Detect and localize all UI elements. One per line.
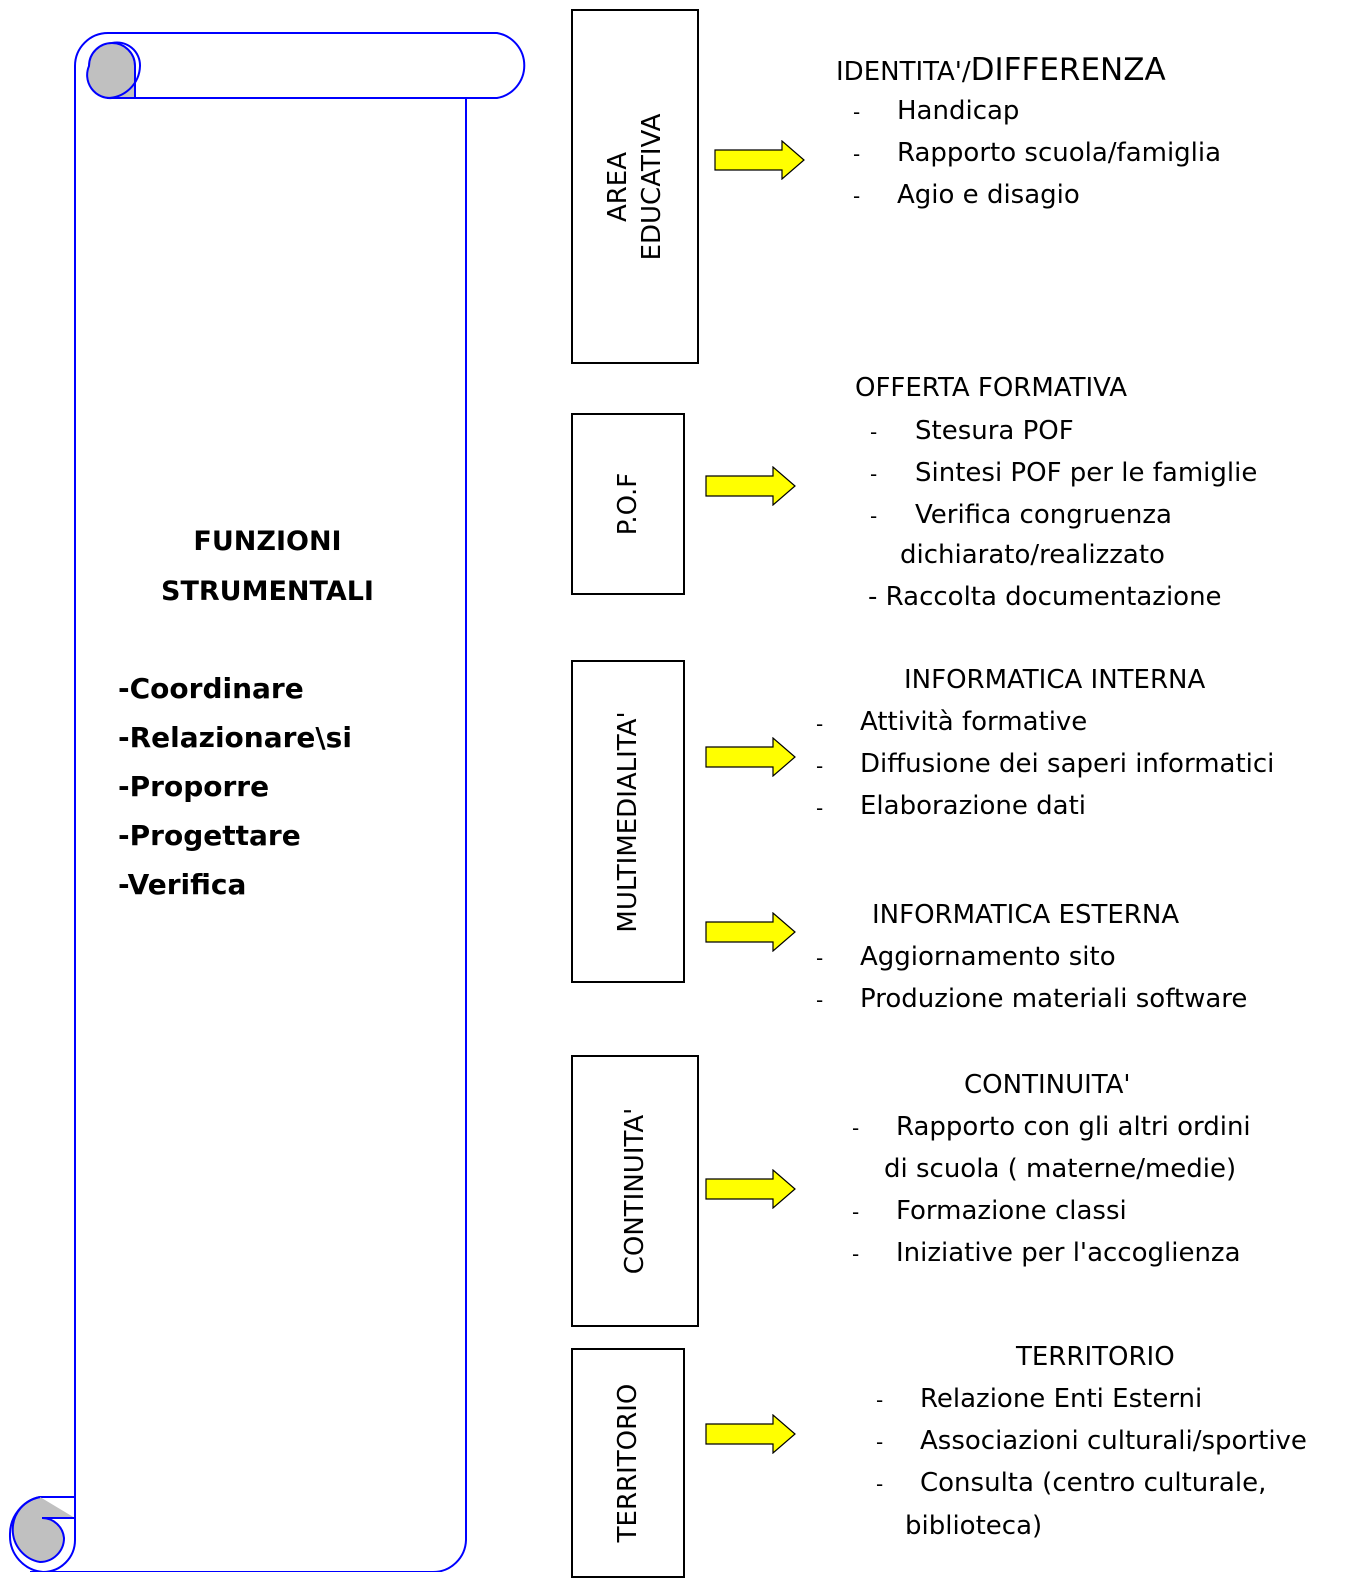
bullet-dash: - <box>816 754 824 778</box>
bullet-dash: - <box>816 796 824 820</box>
list-item: - Raccolta documentazione <box>868 582 1222 612</box>
arrow-right-icon <box>705 912 796 952</box>
section-heading-info-esterna: INFORMATICA ESTERNA <box>872 900 1180 930</box>
area-label-continuita: CONTINUITA' <box>620 1107 650 1275</box>
verb-item: -Progettare <box>118 819 301 852</box>
bullet-dash: - <box>816 988 824 1012</box>
top-curl-icon <box>86 41 142 100</box>
list-item: Verifica congruenza <box>915 500 1172 530</box>
list-item: Consulta (centro culturale, <box>920 1468 1267 1498</box>
list-item: Elaborazione dati <box>860 791 1086 821</box>
verb-item: -Relazionare\si <box>118 721 352 754</box>
bullet-dash: - <box>852 1116 860 1140</box>
section-heading-continuita: CONTINUITA' <box>964 1070 1131 1100</box>
area-box-pof: P.O.F <box>571 413 685 595</box>
bullet-dash: - <box>816 946 824 970</box>
arrow-right-icon <box>705 737 796 777</box>
verb-item: -Verifica <box>118 868 247 901</box>
section-heading-identita: IDENTITA'/DIFFERENZA <box>836 52 1166 88</box>
area-label-line1: AREA <box>603 151 633 222</box>
list-item: Agio e disagio <box>897 180 1080 210</box>
verb-item: -Coordinare <box>118 672 304 705</box>
section-heading-territorio: TERRITORIO <box>1016 1342 1175 1372</box>
area-label-territorio: TERRITORIO <box>613 1383 643 1543</box>
bullet-dash: - <box>876 1472 884 1496</box>
bullet-dash: - <box>853 184 861 208</box>
list-item: Rapporto scuola/famiglia <box>897 138 1222 168</box>
list-item: Diffusione dei saperi informatici <box>860 749 1275 779</box>
scroll-title-line1: FUNZIONI <box>193 526 342 557</box>
scroll-title-line2: STRUMENTALI <box>161 576 374 607</box>
list-item: Attività formative <box>860 707 1088 737</box>
list-item: Rapporto con gli altri ordini <box>896 1112 1251 1142</box>
area-box-continuita: CONTINUITA' <box>571 1055 699 1327</box>
heading-part-a: IDENTITA'/ <box>836 57 971 87</box>
bullet-dash: - <box>852 1242 860 1266</box>
section-heading-offerta: OFFERTA FORMATIVA <box>855 373 1128 403</box>
heading-part-b: DIFFERENZA <box>970 52 1166 88</box>
list-item: Stesura POF <box>915 416 1074 446</box>
list-item: Produzione materiali software <box>860 984 1248 1014</box>
list-item: Sintesi POF per le famiglie <box>915 458 1258 488</box>
bullet-dash: - <box>853 100 861 124</box>
area-label-line2: EDUCATIVA <box>637 113 667 260</box>
list-item: Aggiornamento sito <box>860 942 1116 972</box>
area-box-territorio: TERRITORIO <box>571 1348 685 1578</box>
bullet-dash: - <box>816 712 824 736</box>
verb-item: -Proporre <box>118 770 270 803</box>
bullet-dash: - <box>876 1388 884 1412</box>
list-item: di scuola ( materne/medie) <box>884 1154 1237 1184</box>
scroll-title: FUNZIONI STRUMENTALI <box>95 517 440 617</box>
bullet-dash: - <box>870 420 878 444</box>
list-item: Associazioni culturali/sportive <box>920 1426 1307 1456</box>
list-item: Iniziative per l'accoglienza <box>896 1238 1241 1268</box>
bullet-dash: - <box>853 142 861 166</box>
area-label-pof: P.O.F <box>613 472 643 536</box>
area-label-educativa: AREA EDUCATIVA <box>601 113 669 260</box>
arrow-right-icon <box>714 140 805 180</box>
area-box-educativa: AREA EDUCATIVA <box>571 9 699 364</box>
arrow-right-icon <box>705 1169 796 1209</box>
list-item: Relazione Enti Esterni <box>920 1384 1203 1414</box>
list-item: Handicap <box>897 96 1020 126</box>
area-label-multimedialita: MULTIMEDIALITA' <box>613 710 643 933</box>
area-box-multimedialita: MULTIMEDIALITA' <box>571 660 685 983</box>
section-heading-info-interna: INFORMATICA INTERNA <box>904 665 1206 695</box>
bullet-dash: - <box>852 1200 860 1224</box>
list-item: dichiarato/realizzato <box>900 540 1165 570</box>
verb-list: -Coordinare -Relazionare\si -Proporre -P… <box>118 664 352 909</box>
arrow-right-icon <box>705 1414 796 1454</box>
list-item: biblioteca) <box>905 1511 1043 1541</box>
list-item: Formazione classi <box>896 1196 1127 1226</box>
bottom-curl-icon <box>8 1496 75 1572</box>
bullet-dash: - <box>876 1430 884 1454</box>
bullet-dash: - <box>870 462 878 486</box>
arrow-right-icon <box>705 466 796 506</box>
bullet-dash: - <box>870 504 878 528</box>
